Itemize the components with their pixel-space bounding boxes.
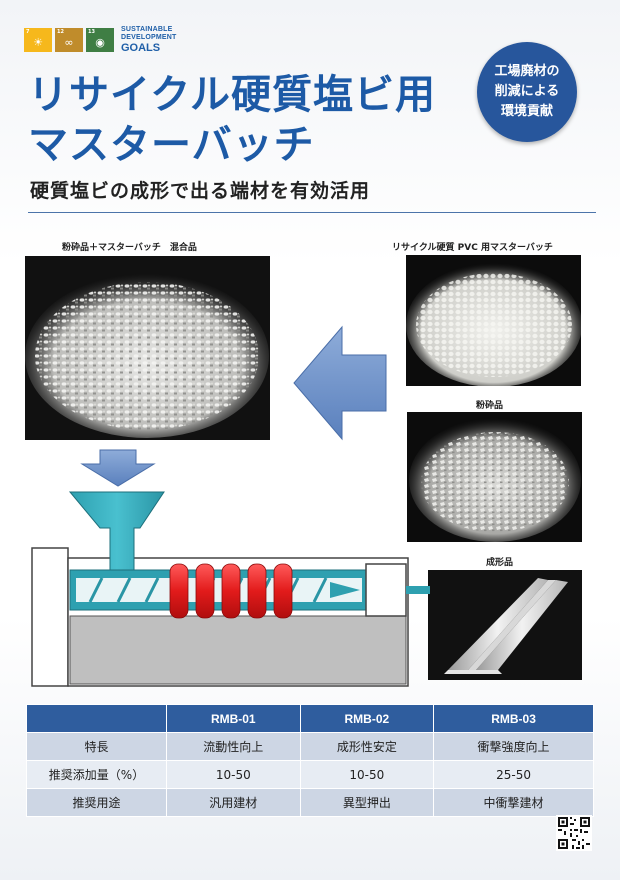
table-row: 推奨添加量（%） 10-50 10-50 25-50 <box>26 760 594 789</box>
sun-icon: ☀ <box>33 36 43 49</box>
arrow-left-icon <box>292 323 388 443</box>
sdg-tile-number: 12 <box>57 29 64 35</box>
table-row: 推奨用途 汎用建材 異型押出 中衝撃建材 <box>26 788 594 817</box>
caption-molded: 成形品 <box>486 558 514 568</box>
page-title-line-2: マスターバッチ <box>28 122 315 168</box>
masterbatch-photo <box>406 255 581 386</box>
molded-product-photo <box>428 570 582 680</box>
table-cell: 25-50 <box>433 760 594 789</box>
table-cell: 中衝撃建材 <box>433 788 594 817</box>
sdg-tile-7: 7 ☀ <box>24 28 52 52</box>
table-cell: 流動性向上 <box>166 732 301 761</box>
caption-mixed: 粉砕品＋マスターバッチ 混合品 <box>62 243 197 253</box>
arrow-down-icon <box>78 448 158 488</box>
table-header-row: RMB-01 RMB-02 RMB-03 <box>26 704 594 733</box>
infinity-icon: ∞ <box>64 36 74 49</box>
badge-line-1: 工場廃材の <box>494 64 560 79</box>
sdg-tile-number: 13 <box>88 29 95 35</box>
badge-line-2: 削減による <box>494 84 560 99</box>
extruder-diagram <box>30 488 430 688</box>
caption-crushed: 粉砕品 <box>476 401 504 411</box>
table-cell: 10-50 <box>166 760 301 789</box>
table-cell: 成形性安定 <box>299 732 435 761</box>
table-row-label: 推奨添加量（%） <box>26 760 167 789</box>
page-title-line-1: リサイクル硬質塩ビ用 <box>28 72 436 118</box>
sdg-line-2: DEVELOPMENT <box>121 34 177 41</box>
sdg-line-3: GOALS <box>121 42 161 54</box>
sdg-tile-number: 7 <box>26 29 30 35</box>
qr-code-icon[interactable] <box>556 815 592 851</box>
sdg-tile-12: 12 ∞ <box>55 28 83 52</box>
table-header-cell <box>26 704 167 733</box>
table-header-cell: RMB-03 <box>433 704 594 733</box>
table-row-label: 特長 <box>26 732 167 761</box>
divider <box>28 212 596 213</box>
table-cell: 10-50 <box>299 760 435 789</box>
caption-masterbatch: リサイクル硬質 PVC 用マスターバッチ <box>392 243 553 253</box>
table-header-cell: RMB-01 <box>166 704 301 733</box>
globe-eye-icon: ◉ <box>95 36 105 49</box>
crushed-material-photo <box>407 412 582 542</box>
table-cell: 汎用建材 <box>166 788 301 817</box>
environment-badge: 工場廃材の 削減による 環境貢献 <box>477 42 577 142</box>
sdg-header: 7 ☀ 12 ∞ 13 ◉ SUSTAINABLE DEVELOPMENT GO… <box>24 26 176 54</box>
mixed-material-photo <box>25 256 270 440</box>
sdg-logo-text: SUSTAINABLE DEVELOPMENT GOALS <box>121 26 176 54</box>
sdg-line-1: SUSTAINABLE <box>121 26 173 33</box>
table-cell: 異型押出 <box>299 788 435 817</box>
page-subtitle: 硬質塩ビの成形で出る端材を有効活用 <box>30 180 371 202</box>
table-cell: 衝撃強度向上 <box>433 732 594 761</box>
badge-line-3: 環境貢献 <box>500 104 553 119</box>
table-header-cell: RMB-02 <box>299 704 435 733</box>
table-row-label: 推奨用途 <box>26 788 167 817</box>
sdg-tile-13: 13 ◉ <box>86 28 114 52</box>
spec-table: RMB-01 RMB-02 RMB-03 特長 流動性向上 成形性安定 衝撃強度… <box>26 704 594 817</box>
table-row: 特長 流動性向上 成形性安定 衝撃強度向上 <box>26 732 594 761</box>
